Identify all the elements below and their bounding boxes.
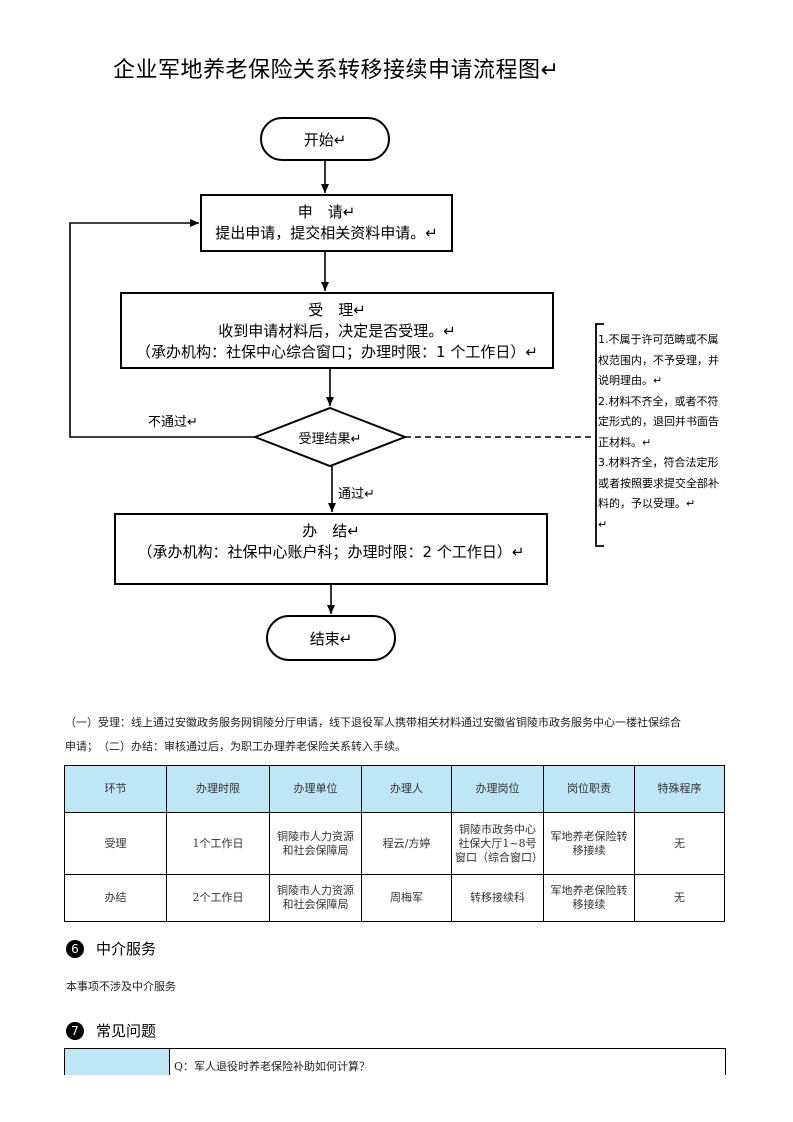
finish-box: [114, 513, 548, 585]
table-cell: 1个工作日: [166, 812, 270, 875]
note-bracket: [595, 323, 604, 547]
side-note-line: 2.材料不齐全，或者不符: [598, 394, 719, 408]
fail-loop-line: [69, 219, 255, 438]
side-note-line: 正材料。↵: [598, 435, 652, 449]
faq-table: Q：军人退役时养老保险补助如何计算？: [64, 1048, 726, 1075]
table-cell: 铜陵市人力资源和社会保障局: [269, 812, 362, 875]
section-faq-heading: 7 常见问题: [66, 1020, 156, 1041]
faq-label-cell: [65, 1049, 170, 1075]
end-node: [266, 615, 396, 661]
table-header: 特殊程序: [634, 765, 725, 813]
table-header: 环节: [64, 765, 167, 813]
table-cell: 无: [634, 812, 725, 875]
table-cell: 军地养老保险转移接续: [543, 812, 635, 875]
intro-line: （一）受理：线上通过安徽政务服务网铜陵分厅申请，线下退役军人携带相关材料通过安徽…: [65, 716, 681, 729]
decision-diamond: [252, 406, 408, 468]
accept-title: 受 理↵: [308, 301, 366, 319]
table-header: 岗位职责: [543, 765, 635, 813]
flowchart: [69, 117, 604, 661]
side-note-line: 说明理由。↵: [598, 374, 663, 387]
page-title: 企业军地养老保险关系转移接续申请流程图↵: [113, 58, 560, 83]
faq-question: Q：军人退役时养老保险补助如何计算？: [174, 1060, 371, 1073]
apply-title: 申 请↵: [297, 203, 356, 221]
side-note-line: 料的，予以受理。↵: [598, 497, 696, 510]
side-note-line: ↵: [598, 517, 608, 531]
side-note-line: 1.不属于许可范畴或不属: [598, 333, 719, 346]
table-header: 办理人: [361, 765, 452, 813]
accept-box: [120, 292, 554, 369]
number-6-icon: 6: [66, 939, 84, 958]
table-cell: 军地养老保险转移接续: [543, 874, 635, 922]
side-note-line: 或者按照要求提交全部补: [598, 476, 719, 490]
table-cell: 无: [634, 874, 725, 922]
fail-label: 不通过↵: [148, 415, 198, 430]
table-cell: 程云/方婷: [361, 812, 452, 875]
table-header-row: 环节 办理时限 办理单位 办理人 办理岗位 岗位职责 特殊程序: [64, 765, 725, 813]
accept-desc: 收到申请材料后，决定是否受理。↵: [218, 322, 456, 340]
table-row: 受理 1个工作日 铜陵市人力资源和社会保障局 程云/方婷 铜陵市政务中心社保大厅…: [64, 812, 725, 875]
table-cell: 铜陵市人力资源和社会保障局: [269, 874, 362, 922]
table-header: 办理时限: [166, 765, 270, 813]
table-cell: 转移接续科: [451, 874, 544, 922]
table-cell: 受理: [64, 812, 167, 875]
intro-line: 申请； （二）办结：审核通过后，为职工办理养老保险关系转入手续。: [65, 740, 406, 753]
process-table: 环节 办理时限 办理单位 办理人 办理岗位 岗位职责 特殊程序 受理 1个工作日…: [64, 765, 725, 922]
table-row: 办结 2个工作日 铜陵市人力资源和社会保障局 周梅军 转移接续科 军地养老保险转…: [64, 874, 725, 922]
section-title: 常见问题: [96, 1022, 157, 1040]
side-note-line: 权范围内，不予受理，并: [598, 353, 719, 367]
intro-text: （一）受理：线上通过安徽政务服务网铜陵分厅申请，线下退役军人携带相关材料通过安徽…: [65, 711, 730, 759]
finish-title: 办 结↵: [302, 522, 360, 540]
section-intermediary-heading: 6 中介服务: [66, 938, 156, 959]
side-note-line: 定形式的，退回并书面告: [598, 415, 719, 428]
start-label: 开始↵: [303, 131, 347, 149]
table-header: 办理岗位: [451, 765, 544, 813]
table-cell: 办结: [64, 874, 167, 922]
apply-box: [200, 194, 453, 252]
pass-label: 通过↵: [338, 487, 375, 502]
finish-org: （承办机构：社保中心账户科；办理时限：2 个工作日）↵: [137, 543, 525, 561]
number-7-icon: 7: [66, 1021, 84, 1040]
section-title: 中介服务: [96, 940, 157, 958]
side-note-line: 3.材料齐全，符合法定形: [598, 456, 719, 469]
table-cell: 2个工作日: [166, 874, 270, 922]
accept-org: （承办机构：社保中心综合窗口；办理时限：1 个工作日）↵: [136, 343, 538, 361]
intermediary-text: 本事项不涉及中介服务: [66, 980, 176, 993]
end-label: 结束↵: [309, 630, 353, 648]
side-note: 1.不属于许可范畴或不属 权范围内，不予受理，并 说明理由。↵ 2.材料不齐全，…: [598, 330, 731, 530]
decision-label: 受理结果↵: [298, 432, 362, 447]
table-cell: 周梅军: [361, 874, 452, 922]
apply-desc: 提出申请，提交相关资料申请。↵: [215, 224, 438, 242]
table-cell: 铜陵市政务中心社保大厅1~8号窗口（综合窗口）: [451, 812, 544, 875]
table-header: 办理单位: [269, 765, 362, 813]
